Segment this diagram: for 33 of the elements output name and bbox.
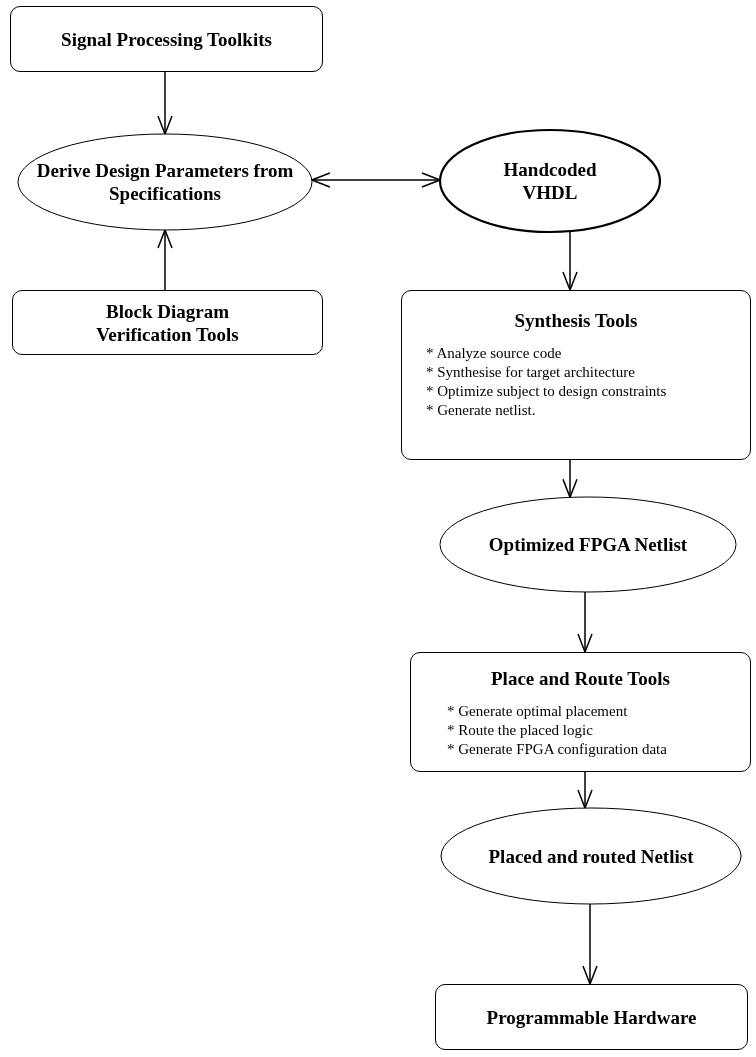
process-box bbox=[10, 6, 323, 72]
node-title: Programmable Hardware bbox=[486, 1005, 697, 1029]
bullet-text: * Optimize subject to design constraints bbox=[426, 382, 668, 401]
arrow bbox=[157, 229, 173, 291]
node-title: Signal Processing Toolkits bbox=[61, 27, 272, 51]
arrow bbox=[311, 172, 441, 188]
process-box bbox=[435, 984, 748, 1050]
ellipse-node bbox=[441, 808, 741, 904]
node-title: Synthesis Tools bbox=[513, 309, 639, 332]
node-title: Placed and routed Netlist bbox=[488, 844, 694, 868]
bullet-text: * Route the placed logic bbox=[447, 721, 594, 740]
node-title: Place and Route Tools bbox=[490, 667, 671, 690]
node-title: Handcoded VHDL bbox=[502, 158, 598, 204]
arrow bbox=[157, 71, 173, 135]
arrow bbox=[577, 591, 593, 653]
ellipse-node bbox=[18, 134, 312, 230]
process-box bbox=[12, 290, 323, 355]
process-box bbox=[401, 290, 751, 460]
arrow bbox=[577, 771, 593, 809]
node-title: Block Diagram Verification Tools bbox=[95, 299, 240, 346]
bullet-text: * Generate FPGA configuration data bbox=[447, 740, 668, 759]
ellipse-node bbox=[440, 130, 660, 232]
process-box bbox=[410, 652, 751, 772]
bullet-text: * Synthesise for target architecture bbox=[426, 363, 636, 382]
bullet-text: * Generate optimal placement bbox=[447, 702, 629, 721]
node-title: Optimized FPGA Netlist bbox=[488, 533, 688, 556]
node-title: Derive Design Parameters from Specifications bbox=[35, 159, 295, 205]
bullet-text: * Analyze source code bbox=[426, 344, 563, 363]
bullet-text: * Generate netlist. bbox=[426, 401, 537, 420]
ellipse-node bbox=[440, 497, 736, 592]
arrow bbox=[582, 903, 598, 985]
arrow bbox=[562, 459, 578, 499]
arrow bbox=[562, 230, 578, 291]
